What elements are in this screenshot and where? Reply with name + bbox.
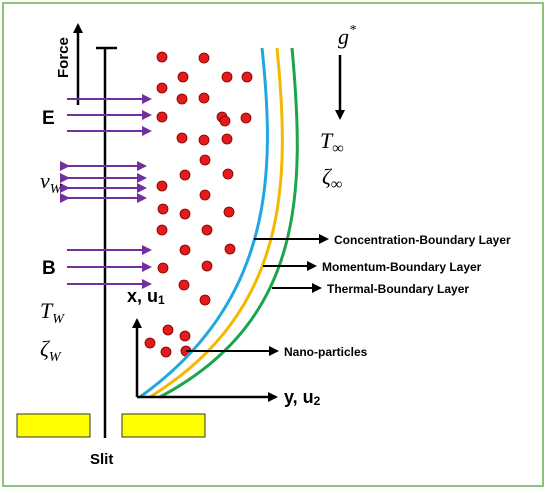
slit-block-right <box>121 413 206 438</box>
ambient-temperature-label: T∞ <box>320 128 344 157</box>
e-field-label: E <box>42 108 55 129</box>
y-axis-label: y, u2 <box>284 387 321 408</box>
momentum-boundary-curve <box>149 47 284 399</box>
electric-field-arrows <box>67 94 152 136</box>
b-field-label: B <box>42 258 56 279</box>
slit-block-left <box>16 413 91 438</box>
force-label: Force <box>55 37 72 78</box>
ambient-concentration-label: ζ∞ <box>322 164 342 193</box>
suction-arrows <box>60 161 147 203</box>
figure-frame <box>2 2 544 487</box>
thermal-boundary-curve <box>159 47 299 399</box>
slit-label: Slit <box>90 451 113 468</box>
concentration-boundary-curve <box>139 47 269 399</box>
gravity-label: g* <box>338 23 356 49</box>
x-axis-label: x, u1 <box>127 286 165 307</box>
wall-temperature-label: TW <box>40 298 65 327</box>
nanoparticles <box>144 51 253 358</box>
wall-concentration-label: ζW <box>40 336 62 365</box>
thermal-layer-label: Thermal-Boundary Layer <box>327 282 469 296</box>
suction-velocity-label: vW <box>40 168 63 197</box>
concentration-layer-label: Concentration-Boundary Layer <box>334 233 511 247</box>
magnetic-field-arrows <box>67 245 152 289</box>
momentum-layer-label: Momentum-Boundary Layer <box>322 260 482 274</box>
nanoparticles-label: Nano-particles <box>284 345 368 359</box>
